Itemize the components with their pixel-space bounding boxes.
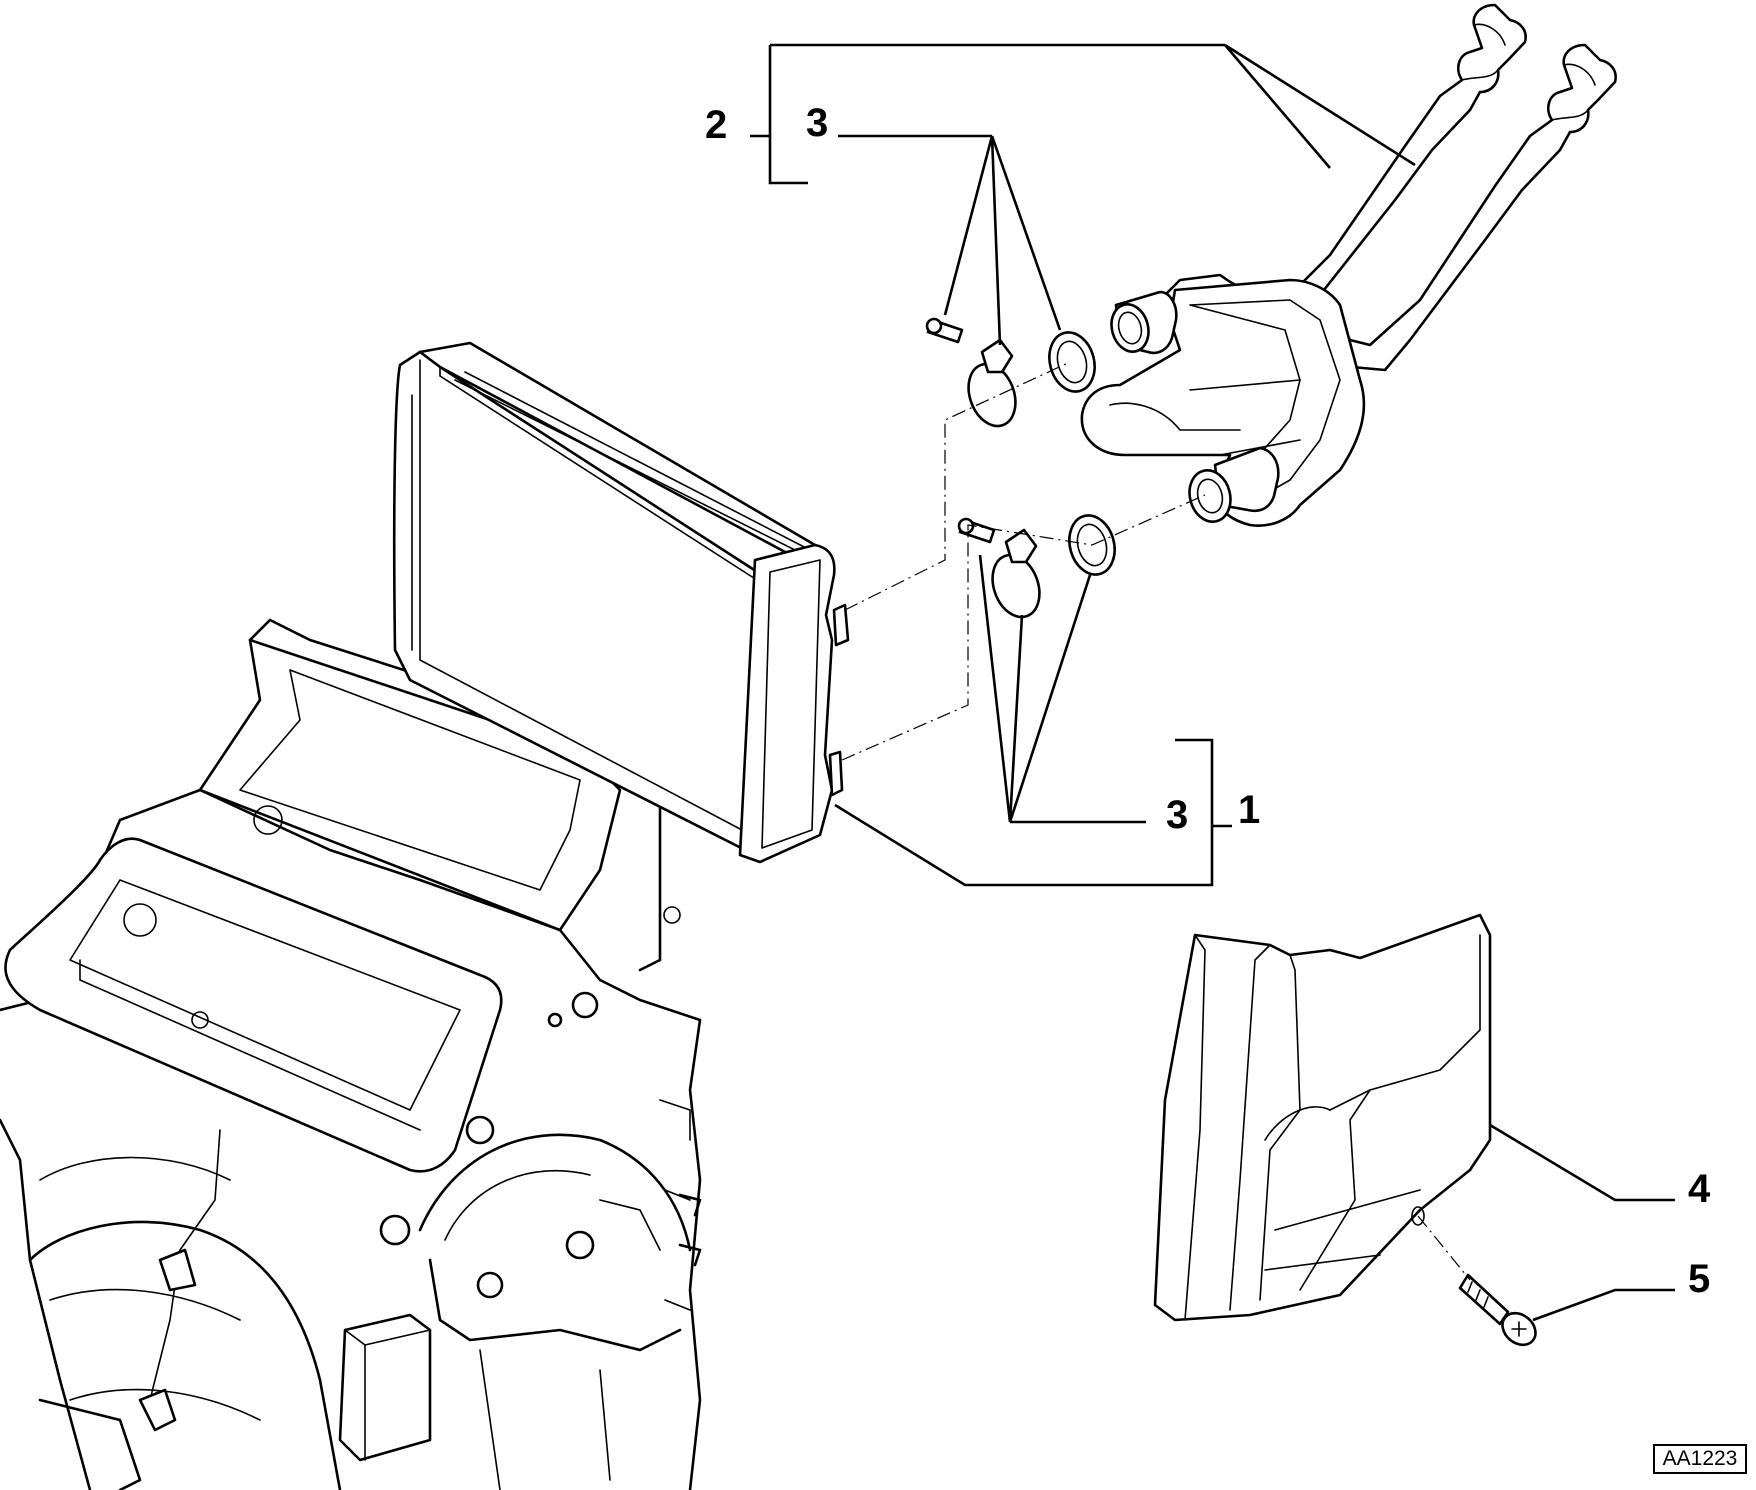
drawing-reference-code: AA1223 — [1653, 1444, 1747, 1474]
callout-5: 5 — [1688, 1257, 1710, 1301]
cover-screw — [1417, 1215, 1537, 1347]
heater-housing — [0, 618, 702, 1490]
heater-core — [392, 341, 850, 864]
callout-2: 2 — [705, 103, 727, 147]
callout-1: 1 — [1238, 788, 1260, 832]
cover-panel — [1153, 913, 1492, 1322]
heater-pipes — [1080, 3, 1617, 527]
callout-3-top: 3 — [806, 101, 828, 145]
callout-3-bottom: 3 — [1166, 793, 1188, 837]
callout-4: 4 — [1688, 1167, 1711, 1211]
callout-labels: 2 3 3 1 4 5 — [705, 101, 1711, 1301]
leader-lines — [750, 43, 1675, 1322]
fittings — [841, 317, 1206, 761]
